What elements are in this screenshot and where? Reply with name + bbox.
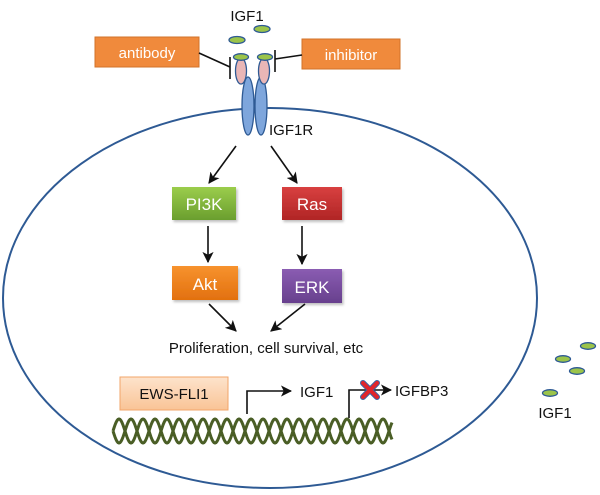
gene-igfbp3-label: IGFBP3 [395,383,448,400]
antibody-box [94,36,200,68]
antibody-node: antibody [94,36,200,68]
igf1-free-ligand [579,342,597,350]
igf1-free-ligand [541,389,559,397]
arrow-igf1r-to-pi3k [208,145,237,184]
blocked-x-icon [360,380,380,400]
igf1-bound-ligand [256,53,274,61]
pi3k-node [172,187,236,220]
ews-fli1-box [119,376,229,411]
dna-double-helix [111,417,394,445]
erk-box [282,269,342,303]
igf1-outside-label: IGF1 [538,405,571,422]
arrow-erk-to-outcome [270,303,306,332]
igf1-bound-ligand [232,53,250,61]
igf1-free-ligand [568,367,586,375]
igf1r-beta-subunit-left [241,76,255,136]
igf1r-alpha-subunit-left [234,57,248,85]
promoter-arrow-igfbp3 [348,384,393,418]
akt-box [172,266,238,300]
ews-fli1-node: EWS-FLI1 [119,376,229,411]
antibody-label: antibody [119,45,176,62]
antibody-inhibition-line [198,52,231,68]
arrow-igf1r-to-ras [270,145,298,184]
igf1-ligand [228,35,246,45]
inhibitor-inhibition-line [274,54,303,60]
igf1r-beta-subunit-right [254,76,268,136]
igf1-ligand [253,24,271,34]
erk-node [282,269,342,303]
dna-strand-a [111,417,394,445]
arrow-akt-to-outcome [208,303,237,332]
pi3k-label: PI3K [186,195,224,214]
gene-igf1-label: IGF1 [300,384,333,401]
ews-fli1-label: EWS-FLI1 [139,386,208,403]
inhibitor-label: inhibitor [325,47,378,64]
akt-label: Akt [193,275,218,294]
promoter-arrow-igf1 [246,385,293,414]
igf1-top-label: IGF1 [230,8,263,25]
cell-membrane [2,107,538,489]
pi3k-box [172,187,236,220]
ras-node [282,187,342,220]
inhibitor-node: inhibitor [301,38,401,70]
erk-label: ERK [295,278,331,297]
inhibitor-box [301,38,401,70]
dna-strand-b [111,417,394,445]
igf1r-label: IGF1R [269,122,313,139]
ras-box [282,187,342,220]
ras-label: Ras [297,195,327,214]
outcome-label: Proliferation, cell survival, etc [169,340,364,357]
igf1-free-ligand [554,355,572,363]
akt-node [172,266,238,300]
igf1r-alpha-subunit-right [257,57,271,85]
